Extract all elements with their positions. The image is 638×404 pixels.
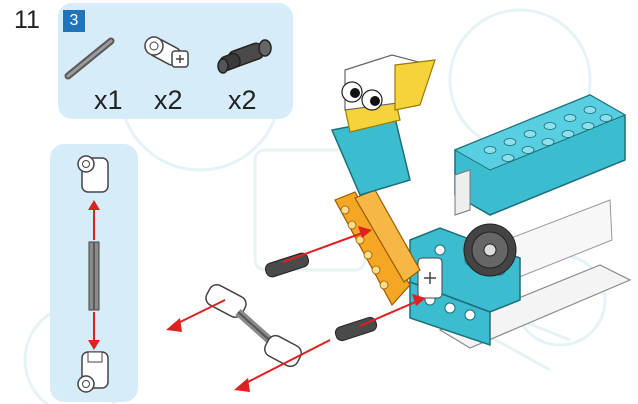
- gear-image: [464, 224, 516, 276]
- bird-body-image: [332, 55, 435, 195]
- connector-axle-subassembly-image: [203, 282, 304, 369]
- friction-pin-lower-image: [334, 316, 378, 342]
- motor-image: [455, 95, 625, 215]
- orange-arm-image: [335, 190, 420, 305]
